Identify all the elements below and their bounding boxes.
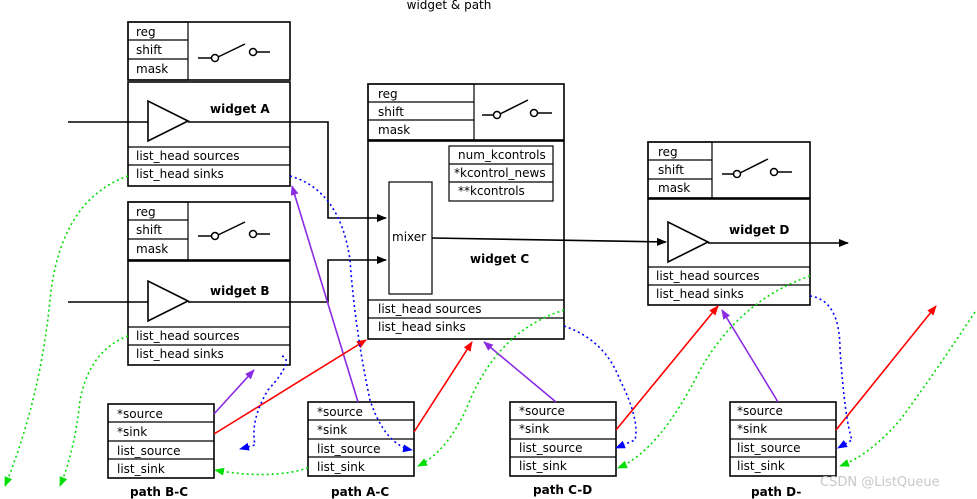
path-b-c-sink: *sink: [117, 425, 147, 439]
path-c-d-source: *source: [519, 404, 565, 418]
switch-icon: [198, 221, 270, 241]
path-a-c: *source *sink list_source list_sink path…: [307, 401, 415, 499]
switch-icon: [482, 99, 552, 120]
list-source-links: [239, 175, 853, 453]
widget-b-shift: shift: [136, 223, 162, 237]
widget-d-sinks: list_head sinks: [656, 287, 744, 301]
path-d-list-source: list_source: [737, 441, 800, 455]
widget-a-sinks: list_head sinks: [136, 167, 224, 181]
widget-d-name: widget D: [729, 223, 789, 237]
path-a-c-list-source: list_source: [317, 442, 380, 456]
path-b-c-list-source: list_source: [117, 444, 180, 458]
path-d-sink: *sink: [737, 422, 767, 436]
diagram-title: widget & path: [407, 0, 492, 12]
path-d-name: path D-: [751, 485, 801, 499]
widget-c-sinks: list_head sinks: [378, 320, 466, 334]
widget-c-reg: reg: [378, 87, 398, 101]
widget-c-sources: list_head sources: [378, 302, 482, 316]
widget-a-shift: shift: [136, 43, 162, 57]
widget-d-body: [647, 198, 811, 306]
widget-c-name: widget C: [470, 252, 529, 266]
widget-b-reg: reg: [136, 205, 156, 219]
kcontrol-field-news: *kcontrol_news: [454, 166, 546, 180]
path-d: *source *sink list_source list_sink path…: [729, 401, 837, 499]
widget-a-sources: list_head sources: [136, 149, 240, 163]
kcontrol-box: [448, 145, 554, 202]
path-a-c-list-sink: list_sink: [317, 460, 365, 474]
widget-d-mask: mask: [658, 181, 690, 195]
widget-a-body: [127, 81, 291, 187]
widget-b-body: [127, 260, 291, 366]
widget-d-sources: list_head sources: [656, 269, 760, 283]
list-sink-links: [4, 175, 976, 487]
sink-pointers: [213, 305, 937, 435]
path-c-d-list-sink: list_sink: [519, 459, 567, 473]
widget-d-shift: shift: [658, 163, 684, 177]
widget-d: reg shift mask widget D list_head source…: [647, 141, 811, 306]
widget-a-reg: reg: [136, 25, 156, 39]
amplifier-icon: [147, 279, 190, 323]
path-c-d-list-source: list_source: [519, 441, 582, 455]
path-b-c-list-sink: list_sink: [117, 462, 165, 476]
widget-b-sinks: list_head sinks: [136, 347, 224, 361]
path-a-c-source: *source: [317, 405, 363, 419]
path-c-d-sink: *sink: [519, 422, 549, 436]
kcontrol-field-num: num_kcontrols: [458, 148, 546, 162]
path-a-c-sink: *sink: [317, 423, 347, 437]
widget-a: reg shift mask widget A list_head source…: [127, 21, 291, 187]
widget-a-mask: mask: [136, 62, 168, 76]
signal-flow: [68, 121, 849, 303]
widget-d-reg: reg: [658, 145, 678, 159]
mixer-label: mixer: [392, 230, 426, 244]
source-pointers: [213, 185, 779, 415]
widget-b-sources: list_head sources: [136, 329, 240, 343]
widget-c: reg shift mask num_kcontrols *kcontrol_n…: [367, 83, 565, 340]
path-c-d-name: path C-D: [533, 483, 592, 497]
path-a-c-name: path A-C: [331, 485, 389, 499]
path-b-c-name: path B-C: [130, 485, 188, 499]
widget-a-name: widget A: [210, 102, 270, 116]
watermark: CSDN @ListQueue: [820, 475, 940, 490]
path-c-d: *source *sink list_source list_sink path…: [509, 401, 617, 497]
path-b-c: *source *sink list_source list_sink path…: [107, 403, 215, 499]
widget-b: reg shift mask widget B list_head source…: [127, 201, 291, 366]
path-b-c-source: *source: [117, 407, 163, 421]
widget-c-shift: shift: [378, 105, 404, 119]
amplifier-icon: [667, 220, 710, 264]
switch-icon: [722, 158, 792, 179]
widget-c-mask: mask: [378, 123, 410, 137]
path-d-list-sink: list_sink: [737, 459, 785, 473]
path-d-source: *source: [737, 404, 783, 418]
widget-b-name: widget B: [210, 284, 270, 298]
kcontrol-field-kcontrols: **kcontrols: [458, 184, 525, 198]
switch-icon: [198, 43, 270, 63]
widget-b-mask: mask: [136, 242, 168, 256]
amplifier-icon: [147, 99, 190, 143]
